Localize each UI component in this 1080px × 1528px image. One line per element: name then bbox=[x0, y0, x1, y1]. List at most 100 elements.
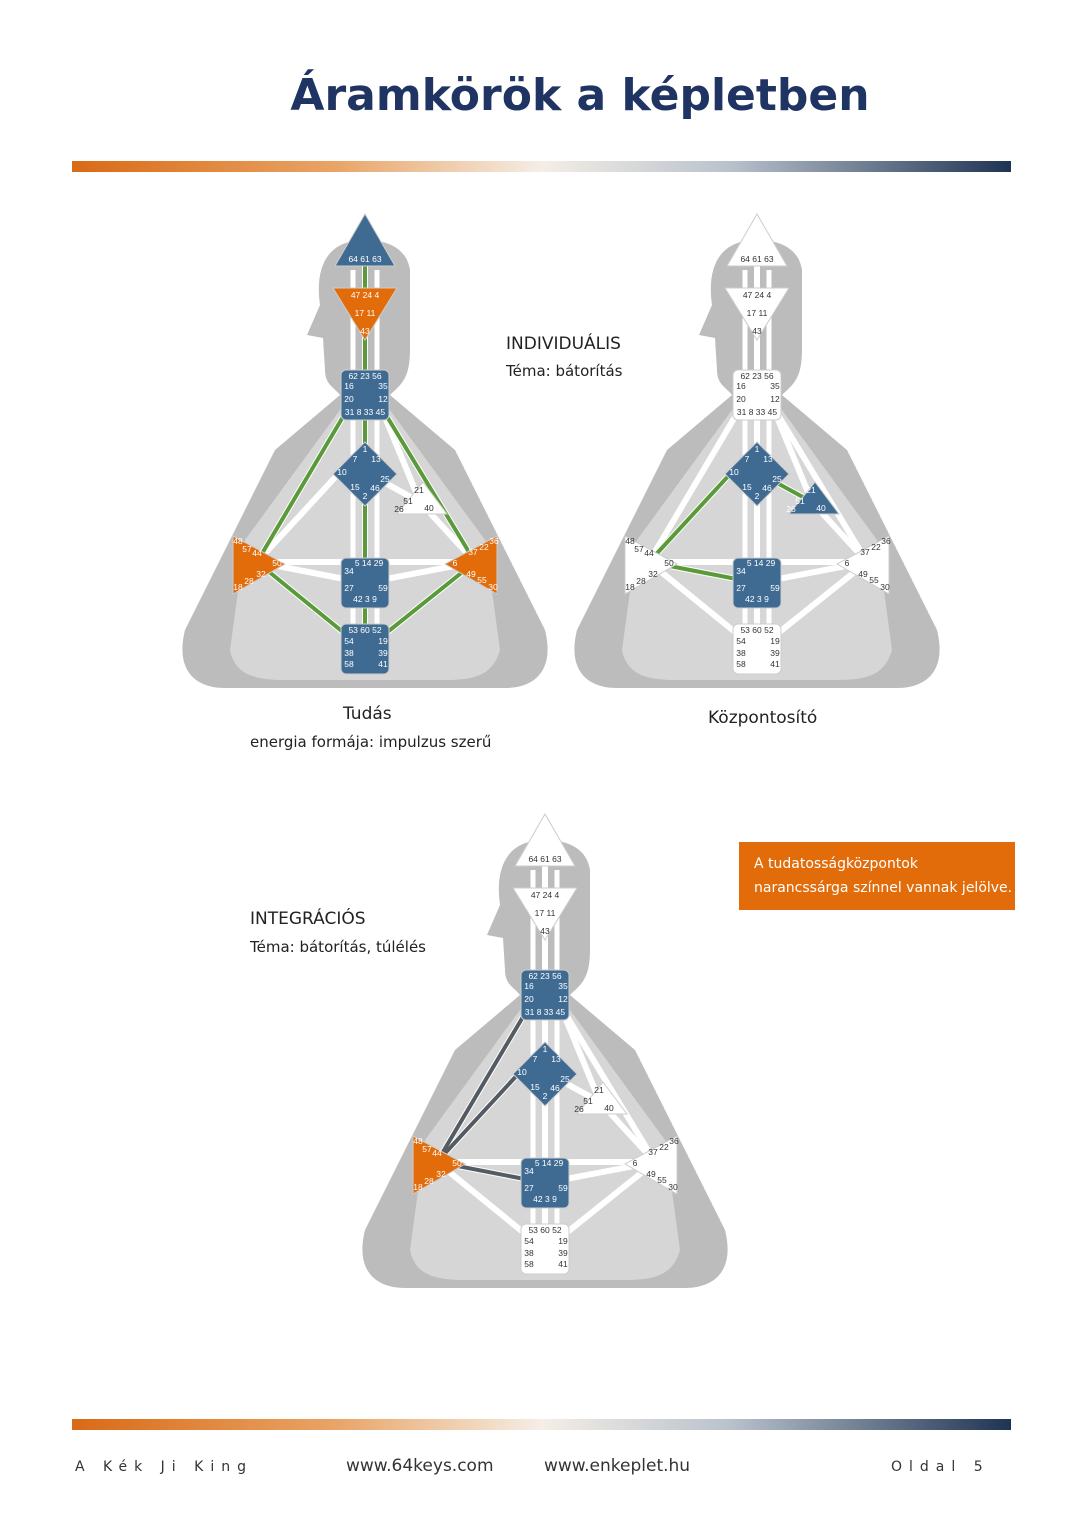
g-gates: 15 bbox=[530, 1082, 540, 1092]
throat-gates: 12 bbox=[378, 394, 388, 404]
g-gates: 46 bbox=[550, 1083, 560, 1093]
sacral-center bbox=[732, 557, 782, 609]
root-gates: 58 bbox=[344, 659, 354, 669]
channel-active bbox=[435, 1003, 532, 1164]
spleen-gates: 28 bbox=[636, 576, 646, 586]
g-gates: 10 bbox=[729, 467, 739, 477]
channel-active bbox=[255, 403, 352, 564]
sacral-gates: 5 14 29 bbox=[535, 1158, 564, 1168]
solar-gates: 30 bbox=[668, 1182, 678, 1192]
ajna-gates: 47 24 4 bbox=[743, 290, 772, 300]
spleen-gates: 57 bbox=[634, 544, 644, 554]
root-gates: 53 60 52 bbox=[348, 625, 381, 635]
spleen-gates: 48 bbox=[233, 536, 243, 546]
spleen-gates: 44 bbox=[252, 548, 262, 558]
throat-center bbox=[732, 369, 782, 421]
solar-plexus-center bbox=[623, 1135, 678, 1195]
ego-gates: 51 bbox=[795, 496, 805, 506]
root-gates: 54 bbox=[344, 636, 354, 646]
g-gates: 2 bbox=[543, 1091, 548, 1101]
solar-gates: 6 bbox=[845, 558, 850, 568]
throat-center bbox=[340, 369, 390, 421]
throat-gates: 20 bbox=[524, 994, 534, 1004]
g-gates: 13 bbox=[371, 454, 381, 464]
solar-gates: 55 bbox=[657, 1175, 667, 1185]
spleen-center bbox=[624, 535, 679, 595]
throat-gates: 31 8 33 45 bbox=[525, 1007, 565, 1017]
sacral-center bbox=[520, 1157, 570, 1209]
ajna-center bbox=[332, 287, 398, 341]
ego-gates: 51 bbox=[583, 1096, 593, 1106]
solar-gates: 49 bbox=[858, 569, 868, 579]
root-gates: 58 bbox=[524, 1259, 534, 1269]
spleen-gates: 32 bbox=[648, 569, 658, 579]
channel-base bbox=[769, 403, 870, 564]
root-gates: 39 bbox=[770, 648, 780, 658]
head-gates: 64 61 63 bbox=[528, 854, 561, 864]
solar-gates: 36 bbox=[669, 1136, 679, 1146]
throat-gates: 20 bbox=[736, 394, 746, 404]
solar-plexus-center bbox=[835, 535, 890, 595]
ajna-gates: 43 bbox=[752, 326, 762, 336]
spleen-gates: 18 bbox=[413, 1182, 423, 1192]
root-gates: 53 60 52 bbox=[528, 1225, 561, 1235]
throat-gates: 31 8 33 45 bbox=[737, 407, 777, 417]
throat-gates: 31 8 33 45 bbox=[345, 407, 385, 417]
centering-caption: Központosító bbox=[708, 708, 818, 728]
throat-gates: 16 bbox=[736, 381, 746, 391]
ajna-gates: 17 11 bbox=[355, 308, 376, 318]
footer-link-enkeplet[interactable]: www.enkeplet.hu bbox=[544, 1456, 691, 1476]
integration-theme: Téma: bátorítás, túlélés bbox=[250, 938, 426, 956]
g-gates: 2 bbox=[363, 491, 368, 501]
head-center bbox=[514, 812, 576, 867]
channel-active bbox=[435, 1070, 522, 1164]
solar-gates: 37 bbox=[860, 547, 870, 557]
footer-link-64keys[interactable]: www.64keys.com bbox=[346, 1456, 494, 1476]
g-gates: 25 bbox=[380, 474, 390, 484]
head-center bbox=[726, 212, 788, 267]
channel-active bbox=[378, 403, 477, 564]
g-gates: 10 bbox=[337, 467, 347, 477]
throat-gates: 35 bbox=[770, 381, 780, 391]
throat-gates: 62 23 56 bbox=[528, 971, 561, 981]
solar-gates: 30 bbox=[488, 582, 498, 592]
g-gates: 25 bbox=[772, 474, 782, 484]
solar-gates: 55 bbox=[869, 575, 879, 585]
spleen-gates: 28 bbox=[244, 576, 254, 586]
throat-center bbox=[520, 969, 570, 1021]
g-gates: 7 bbox=[353, 454, 358, 464]
root-gates: 41 bbox=[770, 659, 780, 669]
throat-gates: 16 bbox=[344, 381, 354, 391]
ego-gates: 26 bbox=[786, 504, 796, 514]
g-gates: 1 bbox=[755, 444, 760, 454]
solar-gates: 22 bbox=[871, 542, 881, 552]
ego-gates: 21 bbox=[414, 485, 424, 495]
ajna-center bbox=[512, 887, 578, 941]
spleen-gates: 57 bbox=[422, 1144, 432, 1154]
root-gates: 19 bbox=[558, 1236, 568, 1246]
header-divider bbox=[72, 161, 1011, 172]
spleen-center bbox=[232, 535, 287, 595]
root-gates: 39 bbox=[558, 1248, 568, 1258]
sacral-gates: 5 14 29 bbox=[355, 558, 384, 568]
root-gates: 54 bbox=[524, 1236, 534, 1246]
spleen-gates: 50 bbox=[272, 558, 282, 568]
sacral-gates: 59 bbox=[770, 583, 780, 593]
throat-gates: 12 bbox=[770, 394, 780, 404]
sacral-gates: 42 3 9 bbox=[745, 594, 769, 604]
knowledge-caption: Tudás bbox=[343, 704, 392, 724]
g-gates: 25 bbox=[560, 1074, 570, 1084]
ego-gates: 40 bbox=[604, 1103, 614, 1113]
g-gates: 13 bbox=[763, 454, 773, 464]
ego-center bbox=[787, 481, 840, 515]
sacral-gates: 59 bbox=[378, 583, 388, 593]
page-title: Áramkörök a képletben bbox=[290, 70, 870, 121]
throat-gates: 12 bbox=[558, 994, 568, 1004]
solar-gates: 37 bbox=[468, 547, 478, 557]
spleen-gates: 28 bbox=[424, 1176, 434, 1186]
throat-gates: 35 bbox=[378, 381, 388, 391]
root-center bbox=[340, 623, 390, 675]
solar-gates: 36 bbox=[881, 536, 891, 546]
throat-gates: 20 bbox=[344, 394, 354, 404]
